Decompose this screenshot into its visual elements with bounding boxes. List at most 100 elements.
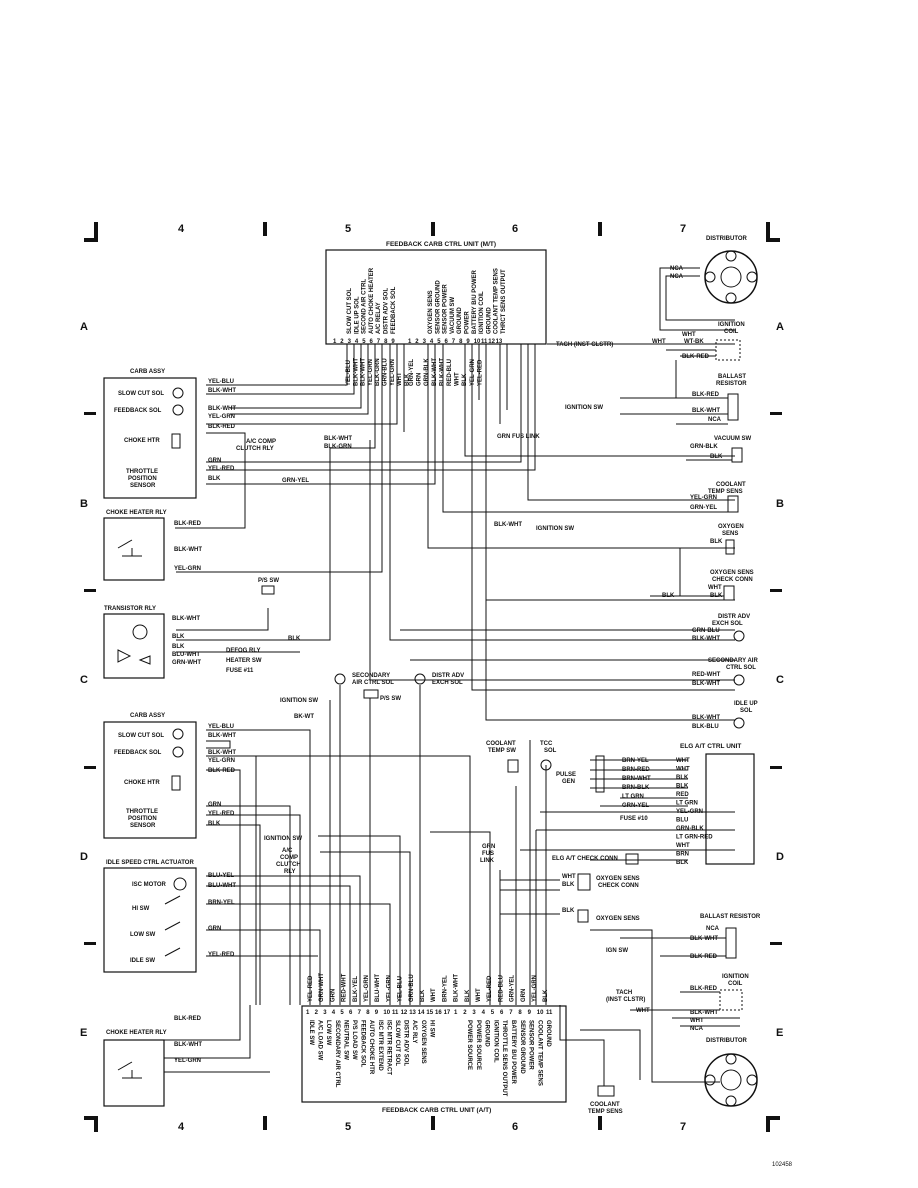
col-label-bottom-7: 7 — [680, 1121, 686, 1133]
bottom-ecu-fn-right-1: POWER SOURCE — [466, 1020, 472, 1070]
top-coolant-1: COOLANT — [716, 482, 746, 488]
top-ac-comp-line1: A/C COMP — [246, 439, 276, 445]
elg-right-wire-3: BLK — [676, 775, 689, 781]
bottom-ecu-pin-7: 7 — [358, 1010, 362, 1016]
bottom-carb-wire-6: GRN — [208, 802, 221, 808]
bottom-ecu-wire-11: BLK — [420, 989, 426, 1002]
top-ballast-wire2: BLK-WHT — [692, 408, 720, 414]
bottom-ecu-wire-12: WHT — [431, 988, 437, 1002]
top-das-wire1: GRN-BLU — [692, 628, 720, 634]
bottom-ecu-pin-8: 8 — [366, 1010, 370, 1016]
bottom-ecu-pin-24: 7 — [509, 1010, 513, 1016]
elg-right-wire-11: WHT — [676, 843, 690, 849]
bottom-pulse-gen-2: GEN — [562, 779, 575, 785]
top-ecu: FEEDBACK CARB CTRL UNIT (M/T) SLOW CUT S… — [325, 241, 547, 440]
elg-right-wire-12: BRN — [676, 852, 689, 858]
bottom-o2-check-conn-icon — [577, 873, 591, 891]
top-chr-title: CHOKE HEATER RLY — [106, 510, 167, 516]
top-ius-wire2: BLK-BLU — [692, 724, 719, 730]
top-ecu-fn-left-4: AUTO CHOKE HEATER — [369, 267, 375, 334]
bottom-ecu-pin-20: 3 — [472, 1010, 476, 1016]
top-ecu-pin-10: 1 — [408, 339, 412, 345]
bottom-ecu-pin-12: 12 — [401, 1010, 408, 1016]
top-grn-yel-label: GRN-YEL — [282, 478, 309, 484]
top-ecu-fn-left-6: DISTR ADV SOL — [384, 288, 390, 334]
top-distributor: DISTRIBUTOR NCA NCA IGNITION COIL TACH (… — [547, 236, 758, 361]
bottom-low-sw-label: LOW SW — [130, 932, 156, 938]
top-ecu-pin-3: 3 — [348, 339, 352, 345]
elg-right-wire-9: GRN-BLK — [676, 826, 704, 832]
bottom-ecu-fn-left-14: OXYGEN SENS — [420, 1020, 426, 1064]
top-coolant-2: TEMP SENS — [708, 489, 743, 495]
top-ballast-resistor: BALLAST RESISTOR IGNITION SW BLK-RED BLK… — [565, 360, 747, 425]
top-vacuum-wire1: GRN-BLK — [690, 444, 718, 450]
top-ius-2: SOL — [740, 708, 753, 714]
bottom-ign-sw: IGN SW — [606, 948, 628, 954]
top-ecu-wire-12: GRN-BLK — [424, 358, 430, 386]
bottom-elg-check-conn-icon — [625, 853, 639, 865]
bottom-sols: IGNITION SW BK-WT SECONDARY AIR CTRL SOL… — [264, 673, 464, 875]
bottom-ign-coil-1: IGNITION — [722, 974, 749, 980]
top-ecu-pin-18: 9 — [466, 339, 470, 345]
top-chr-box — [103, 517, 165, 581]
bottom-br-wire2: BLK-WHT — [690, 936, 718, 942]
top-carb-wire-6: GRN — [208, 458, 221, 464]
row-label-left-a: A — [80, 321, 88, 333]
top-ecu-pin-2: 2 — [340, 339, 344, 345]
bottom-bkwt: BK-WT — [294, 714, 314, 720]
top-carb-wire-5: BLK-RED — [208, 424, 236, 430]
elg-right-wire-7: YEL-GRN — [676, 809, 703, 815]
top-ecu-wire-18: YEL-GRN — [470, 359, 476, 386]
bottom-ecu-fn-left-12: DISTR ADV SOL — [403, 1020, 409, 1066]
bottom-ecu-fn-left-6: P/S LOAD SW — [351, 1020, 357, 1060]
top-wht-label: WHT — [652, 339, 666, 345]
bottom-carb-assy-box — [103, 721, 197, 839]
bottom-isca: IDLE SPEED CTRL ACTUATOR ISC MOTOR HI SW… — [103, 860, 236, 973]
bottom-ecu-fn-left-5: NEUTRAL SW — [342, 1020, 348, 1060]
bottom-tach-1: TACH — [616, 990, 632, 996]
top-ac-wire2: BLK-GRN — [324, 444, 352, 450]
top-ecu-wire-5: BLK-GRN — [375, 358, 381, 386]
bottom-das-1: DISTR ADV — [432, 673, 464, 679]
top-carb-wire-7: YEL-RED — [208, 466, 235, 472]
top-ecu-wire-8: WHT — [397, 372, 403, 386]
top-tr-transistor-icon — [132, 624, 148, 640]
top-ecu-pin-7: 7 — [377, 339, 381, 345]
top-oxygen-sens-icon — [725, 539, 735, 555]
top-ecu-pin-20: 11 — [481, 339, 488, 345]
top-idle-up-sol: IDLE UP SOL BLK-WHT BLK-BLU — [692, 701, 758, 730]
top-choke-htr-label: CHOKE HTR — [124, 438, 160, 444]
bottom-hi-sw-label: HI SW — [132, 906, 150, 912]
bottom-ecu-pin-28: 11 — [546, 1010, 553, 1016]
bottom-carb-wire-8: BLK — [208, 821, 221, 827]
bottom-ecu-pin-19: 2 — [463, 1010, 467, 1016]
top-distributor-title: DISTRIBUTOR — [706, 236, 748, 242]
bottom-chr-box — [103, 1039, 165, 1107]
bottom-coil-wire3: WHT — [690, 1018, 704, 1024]
top-ius-wire1: BLK-WHT — [692, 715, 720, 721]
top-ecu-fn-right-5: GROUND — [457, 307, 463, 334]
bottom-ecu-fn-left-8: AUTO CHOKE HTR — [368, 1020, 374, 1075]
bottom-sas-1: SECONDARY — [352, 673, 390, 679]
top-ecu-pin-5: 5 — [362, 339, 366, 345]
bottom-ecu-pin-18: 1 — [454, 1010, 458, 1016]
row-label-left-d: D — [80, 851, 88, 863]
bottom-isc-motor-icon — [173, 877, 187, 891]
top-vacuum-wire2: BLK — [710, 454, 723, 460]
row-label-right-e: E — [776, 1027, 783, 1039]
bottom-carb-wire-labels: YEL-BLUBLK-WHTBLK-WHTYEL-GRNBLK-REDGRNYE… — [208, 724, 236, 827]
top-slow-cut-sol-label: SLOW CUT SOL — [118, 391, 164, 397]
bottom-ecu-fn-left-2: A/C LOAD SW — [317, 1020, 323, 1061]
top-ecu-wires — [175, 344, 735, 721]
bottom-carb-wire-7: YEL-RED — [208, 811, 235, 817]
bottom-ecu-pin-11: 11 — [392, 1010, 399, 1016]
bottom-tcc-2: SOL — [544, 748, 557, 754]
top-sas-coil-icon — [733, 674, 745, 686]
top-carb-wire-3: BLK-WHT — [208, 406, 236, 412]
bottom-br-wire3: BLK-RED — [690, 954, 718, 960]
top-carb-wire-labels: YEL-BLUBLK-WHTBLK-WHTYEL-GRNBLK-REDGRNYE… — [208, 379, 236, 482]
